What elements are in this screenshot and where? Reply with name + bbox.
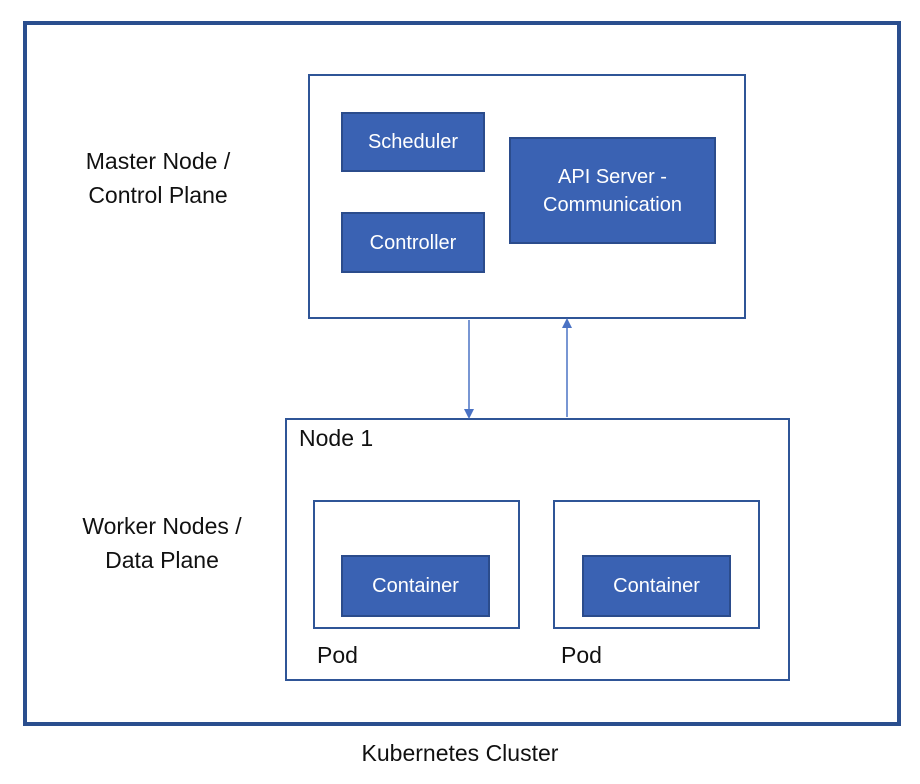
container-component: Container bbox=[582, 555, 731, 617]
controller-component: Controller bbox=[341, 212, 485, 273]
container-component: Container bbox=[341, 555, 490, 617]
scheduler-component: Scheduler bbox=[341, 112, 485, 172]
cluster-label: Kubernetes Cluster bbox=[361, 740, 559, 766]
pod-label: Pod bbox=[561, 642, 602, 668]
kubernetes-cluster-frame bbox=[23, 21, 901, 726]
master-node-label: Master Node / Control Plane bbox=[85, 148, 231, 208]
api-server-component: API Server - Communication bbox=[509, 137, 716, 244]
pod-label: Pod bbox=[317, 642, 358, 668]
worker-nodes-label: Worker Nodes / Data Plane bbox=[82, 513, 242, 573]
node-title: Node 1 bbox=[299, 425, 374, 451]
